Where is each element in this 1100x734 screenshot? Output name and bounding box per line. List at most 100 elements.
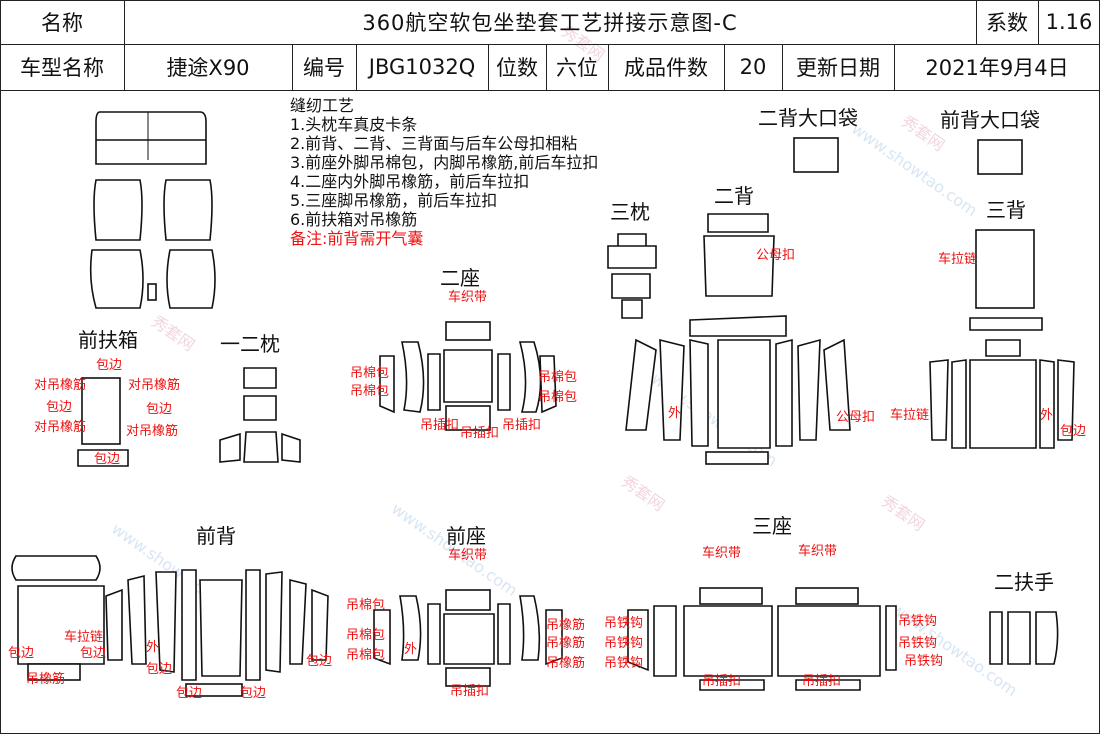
section-front-seat: 前座 [446, 524, 486, 548]
header-divider [546, 44, 547, 90]
annotation: 吊铁钩 [898, 636, 938, 651]
annotation: 吊橡筋 [546, 656, 586, 671]
annotation: 对吊橡筋 [126, 424, 179, 439]
process-heading: 缝纫工艺 [290, 96, 355, 115]
process-remark: 备注:前背需开气囊 [290, 229, 424, 248]
model-value: 捷途X90 [166, 56, 250, 80]
annotation: 吊铁钩 [604, 656, 644, 671]
section-second-seat: 二座 [440, 266, 480, 290]
process-step: 1.头枕车真皮卡条 [290, 115, 418, 134]
coef-label: 系数 [986, 11, 1028, 35]
process-step: 3.前座外脚吊棉包，内脚吊橡筋,前后车拉扣 [290, 153, 599, 172]
annotation: 车织带 [798, 544, 838, 559]
second-back-pieces [625, 213, 851, 465]
annotation: 包边 [240, 686, 267, 701]
annotation: 吊棉包 [538, 370, 578, 385]
seat-overview [89, 111, 216, 309]
headrest-12-pieces [219, 367, 301, 463]
annotation: 包边 [146, 662, 173, 677]
annotation: 包边 [96, 358, 123, 373]
third-headrest-pieces [607, 233, 657, 319]
annotation: 外 [1040, 408, 1054, 423]
section-headrest-12: 一二枕 [220, 332, 280, 356]
annotation: 吊橡筋 [546, 618, 586, 633]
annotation: 吊铁钩 [904, 654, 944, 669]
header-divider [124, 0, 125, 90]
annotation: 吊棉包 [350, 366, 390, 381]
section-front-armrest: 前扶箱 [78, 328, 138, 352]
annotation: 包边 [46, 400, 73, 415]
name-label: 名称 [41, 11, 83, 35]
code-value: JBG1032Q [368, 55, 476, 79]
annotation: 包边 [8, 646, 35, 661]
process-notes: 缝纫工艺 1.头枕车真皮卡条 2.前背、二背、三背面与后车公母扣相粘 3.前座外… [290, 96, 598, 248]
annotation: 吊棉包 [350, 384, 390, 399]
annotation: 车织带 [448, 548, 488, 563]
annotation: 包边 [146, 402, 173, 417]
model-label: 车型名称 [20, 56, 104, 80]
process-step: 5.三座脚吊橡筋，前后车拉扣 [290, 191, 498, 210]
header-divider [782, 44, 783, 90]
annotation: 吊插扣 [702, 674, 742, 689]
front-back-pocket-piece [977, 139, 1023, 175]
front-back-pieces [11, 555, 329, 697]
annotation: 车织带 [448, 290, 488, 305]
front-armrest-pieces [77, 377, 129, 467]
annotation: 吊铁钩 [898, 614, 938, 629]
annotation: 吊铁钩 [604, 616, 644, 631]
annotation: 外 [146, 640, 160, 655]
annotation: 公母扣 [756, 248, 796, 263]
annotation: 包边 [80, 646, 107, 661]
header-divider [0, 90, 1100, 91]
section-third-headrest: 三枕 [610, 200, 650, 224]
date-label: 更新日期 [796, 56, 880, 80]
section-front-back: 前背 [196, 524, 236, 548]
section-third-seat: 三座 [752, 514, 792, 538]
annotation: 公母扣 [836, 410, 876, 425]
second-back-pocket-piece [793, 137, 839, 173]
code-label: 编号 [303, 56, 345, 80]
annotation: 吊橡筋 [26, 672, 66, 687]
annotation: 车拉链 [64, 630, 104, 645]
annotation: 吊棉包 [346, 598, 386, 613]
count-label: 成品件数 [624, 56, 708, 80]
annotation: 车拉链 [890, 408, 930, 423]
section-second-back-pocket: 二背大口袋 [758, 106, 858, 130]
annotation: 吊铁钩 [604, 636, 644, 651]
annotation: 吊插扣 [420, 418, 460, 433]
seats-label: 位数 [496, 56, 538, 80]
annotation: 包边 [306, 654, 333, 669]
process-step: 4.二座内外脚吊橡筋，前后车拉扣 [290, 172, 530, 191]
annotation: 车织带 [702, 546, 742, 561]
header-divider [608, 44, 609, 90]
annotation: 对吊橡筋 [34, 420, 87, 435]
annotation: 对吊橡筋 [34, 378, 87, 393]
seats-value: 六位 [556, 56, 598, 80]
third-back-pieces [929, 229, 1075, 449]
count-value: 20 [739, 55, 767, 79]
front-seat-pieces [373, 589, 563, 687]
header-divider [488, 44, 489, 90]
process-step: 6.前扶箱对吊橡筋 [290, 210, 418, 229]
second-seat-pieces [379, 321, 557, 431]
section-front-back-pocket: 前背大口袋 [940, 108, 1040, 132]
annotation: 包边 [176, 686, 203, 701]
annotation: 包边 [1060, 424, 1087, 439]
process-step: 2.前背、二背、三背面与后车公母扣相粘 [290, 134, 578, 153]
second-armrest-pieces [989, 611, 1059, 665]
coef-value: 1.16 [1045, 10, 1093, 34]
header-divider [1038, 0, 1039, 44]
third-seat-pieces [627, 587, 897, 691]
header-divider [894, 44, 895, 90]
annotation: 吊橡筋 [546, 636, 586, 651]
annotation: 包边 [94, 452, 121, 467]
annotation: 吊插扣 [460, 426, 500, 441]
annotation: 车拉链 [938, 252, 978, 267]
section-third-back: 三背 [986, 198, 1026, 222]
header-divider [976, 0, 977, 44]
section-second-armrest: 二扶手 [994, 570, 1054, 594]
annotation: 吊棉包 [346, 648, 386, 663]
annotation: 外 [668, 406, 682, 421]
header-divider [0, 44, 1100, 45]
